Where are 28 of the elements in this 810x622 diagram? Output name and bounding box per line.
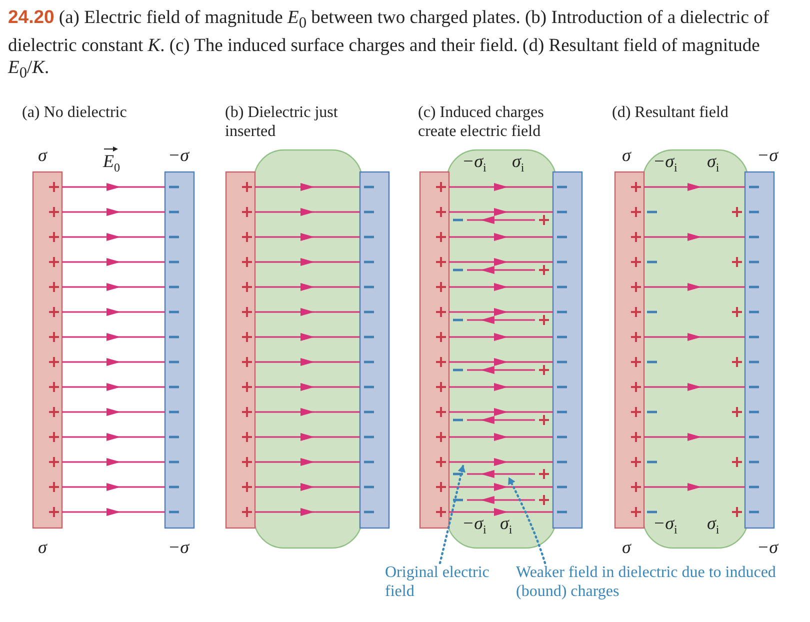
charge-density-label: σ [622, 146, 631, 165]
direction-arrow [467, 470, 535, 478]
callout-text: Weaker field in dielectric due to induced (bound) charges [516, 563, 776, 601]
charge-density-label: σ$_{i}$ [500, 514, 512, 539]
panel-heading: (b) Dielectric just inserted [225, 103, 339, 141]
panel-heading: (d) Resultant field [612, 103, 730, 122]
charge-density-label: σ$_{i}$ [707, 514, 720, 539]
charge-density-label: −σ$_{i}$ [653, 514, 678, 539]
charge-density-label: σ$_{i}$ [707, 152, 720, 177]
charge-density-label: σ$_{i}$ [512, 152, 524, 177]
figure-caption: 24.20 (a) Electric field of magnitude E$_{0}$ between two charged plates. (b) Introduction of a dielectric of dielectric constant K. (c) The induced surface charges and their field. (d) Resultant field of magnitude E$_{0}$/K. [8, 6, 770, 84]
charge-density-label: −σ [757, 146, 778, 165]
field-vector-label: E$_{0}$ [103, 152, 120, 177]
charge-density-label: −σ$_{i}$ [462, 514, 486, 539]
charge-density-label: σ [38, 146, 47, 165]
charge-density-label: −σ$_{i}$ [653, 152, 678, 177]
direction-arrow [449, 458, 553, 466]
leader-line [508, 476, 546, 564]
charge-density-label: −σ$_{i}$ [462, 152, 486, 177]
charge-density-label: −σ [757, 538, 778, 557]
charge-density-label: −σ [168, 146, 190, 165]
leader-line [438, 464, 466, 564]
panel-heading: (a) No dielectric [22, 103, 128, 122]
charge-density-label: −σ [168, 538, 190, 557]
panel-heading: (c) Induced charges create electric field [418, 103, 545, 141]
charge-density-label: σ [622, 538, 631, 557]
callout-text: Original electric field [385, 563, 490, 601]
charge-density-label: σ [38, 538, 47, 557]
